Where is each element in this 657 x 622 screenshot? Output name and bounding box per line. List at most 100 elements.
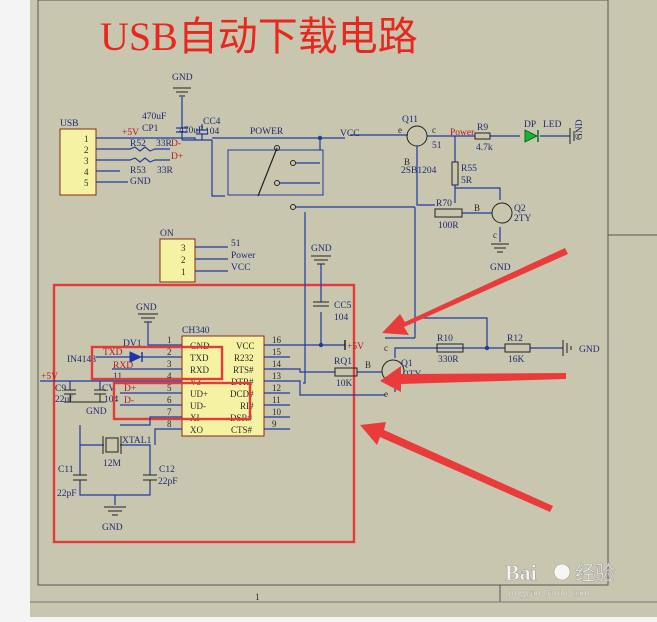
dplus-net-label: D+ — [124, 384, 136, 394]
usb-label: USB — [60, 119, 78, 129]
on-pin-1: 1 — [181, 267, 186, 277]
ud-highlight — [112, 381, 252, 421]
net-11-label: 11 — [113, 372, 122, 382]
gnd-bottom-label: GND — [102, 523, 123, 533]
cp1-value: 470uF — [142, 112, 166, 122]
cc5-cap — [313, 301, 329, 307]
ch340-label: CH340 — [182, 326, 210, 336]
c12-value: 22pF — [158, 477, 178, 487]
ch340-pin-7: 7 — [167, 407, 172, 417]
usb-pin-numbers: 1 2 3 4 5 — [84, 134, 89, 188]
cc4-label: CC4 — [203, 117, 221, 127]
power-switch — [227, 145, 415, 210]
r70-label: R70 — [436, 199, 452, 209]
r55-resistor — [451, 161, 459, 186]
rq1-resistor — [334, 367, 358, 377]
drawing-border — [37, 0, 609, 586]
ch340-pin-8: 8 — [167, 419, 172, 429]
p5v-left-label: +5V — [41, 372, 58, 382]
ch340-pin-12-name: DCD# — [230, 389, 254, 399]
ch340-pin-6: 6 — [167, 395, 172, 405]
p5v-left-wire — [40, 380, 163, 390]
ch340-pin-16: 16 — [272, 335, 282, 345]
on-pin-2: 2 — [181, 255, 186, 265]
led-stage-wires — [414, 135, 570, 338]
txd-rxd-highlight — [90, 345, 224, 381]
xtal-crystal — [105, 437, 119, 453]
on-pin-3: 3 — [181, 243, 186, 253]
watermark-brand-2: 经验 — [575, 562, 615, 585]
gnd-top-label: GND — [172, 73, 193, 83]
gnd-left-label: GND — [86, 407, 107, 417]
r53-value: 33R — [157, 166, 174, 176]
q11-part: 2SB1204 — [401, 166, 437, 176]
on-net-vcc: VCC — [231, 263, 251, 273]
c9-value: 22uf — [55, 394, 73, 405]
annotation-arrow-bottom — [360, 422, 553, 512]
ch340-pin-6-name: UD- — [190, 401, 206, 411]
reset-gnd-right-label: GND — [579, 345, 600, 355]
q1-c: c — [384, 343, 388, 353]
baidu-watermark: Bai 经验 jingyan.baidu.com — [505, 560, 616, 599]
dminus-label: D- — [171, 139, 181, 149]
rxd-net-label: RXD — [113, 361, 133, 371]
junction-rts — [318, 342, 324, 348]
ch340-pin-10: 10 — [272, 407, 282, 417]
p5v-reset-label: +5V — [347, 342, 364, 352]
net-51-label: 51 — [432, 141, 442, 151]
ch340-pin-2-name: TXD — [190, 353, 209, 363]
q2-c: c — [493, 230, 497, 240]
ch340-pin-14: 14 — [272, 359, 282, 369]
r12-label: R12 — [507, 334, 523, 344]
usb-pin-1: 1 — [84, 134, 89, 144]
r10-resistor — [436, 343, 464, 353]
junction-r10-r12 — [484, 345, 490, 351]
usb-pin-2: 2 — [84, 145, 89, 155]
left-margin — [0, 0, 30, 617]
q2-part: 2TY — [514, 214, 532, 224]
ch340-pin-9-name: CTS# — [231, 425, 253, 435]
reset-gnd-label: GND — [311, 244, 332, 254]
r12-value: 16K — [508, 355, 525, 365]
ch340-pin-9: 9 — [272, 419, 277, 429]
diode-label: IN4148 — [67, 355, 96, 365]
c11-c12-caps — [73, 474, 157, 485]
r55-value: 5R — [461, 176, 473, 186]
usb-wires — [96, 97, 321, 197]
q2-b: B — [474, 203, 480, 213]
r52-label: R52 — [130, 139, 146, 149]
vcc-label: VCC — [340, 129, 360, 139]
led-diode — [524, 129, 539, 143]
cc5-label: CC5 — [334, 301, 352, 311]
ch340-left-pin-leads — [120, 344, 182, 430]
watermark-url: jingyan.baidu.com — [507, 587, 590, 599]
ch340-pin-2: 2 — [167, 347, 172, 357]
usb-gnd-symbol — [173, 87, 191, 97]
ch340-gnd-top-label: GND — [136, 303, 157, 313]
xtal-label: XTAL1 — [122, 436, 152, 446]
on-net-51: 51 — [231, 239, 241, 249]
ch340-pin-1: 1 — [167, 335, 172, 345]
ch340-right-pin-leads — [264, 344, 290, 430]
r10-value: 330R — [438, 355, 459, 365]
c9-label: C9 — [55, 384, 66, 394]
dminus-net-label: D- — [124, 396, 134, 406]
cv-value: 104 — [104, 395, 119, 405]
ch340-pin-5: 5 — [167, 383, 172, 393]
watermark-brand: Bai — [505, 560, 537, 585]
c12-label: C12 — [159, 465, 175, 475]
cp1-label: CP1 — [142, 124, 159, 134]
xtal-plates — [102, 436, 122, 454]
gnd-usb-label: GND — [130, 177, 151, 187]
c11-label: C11 — [58, 465, 74, 475]
usb-connector — [59, 128, 97, 196]
q11-label: Q11 — [402, 115, 418, 125]
dplus-label: D+ — [171, 152, 183, 162]
usb-pin-5: 5 — [84, 178, 89, 188]
usb-pin-4: 4 — [84, 167, 89, 177]
r70-resistor — [434, 208, 463, 218]
ch340-highlight-frame — [52, 283, 356, 544]
gnd-bottom-symbol — [104, 506, 126, 516]
r52-value: 33R — [156, 139, 173, 149]
